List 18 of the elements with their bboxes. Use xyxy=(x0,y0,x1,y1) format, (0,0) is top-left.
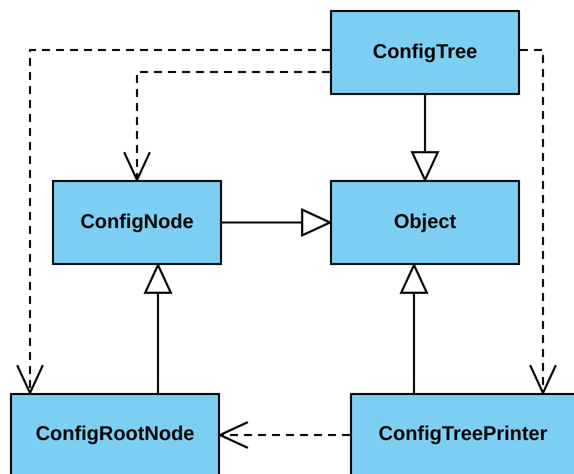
inheritance-arrow xyxy=(144,264,172,393)
class-name: Object xyxy=(394,211,456,234)
inheritance-arrow xyxy=(400,264,428,393)
class-name: ConfigRootNode xyxy=(36,423,194,446)
inheritance-arrow xyxy=(222,208,332,236)
class-box xyxy=(52,180,222,265)
inheritance-arrow xyxy=(411,95,439,182)
class-name: ConfigNode xyxy=(80,211,194,234)
class-box xyxy=(330,180,520,265)
dependency-arrow xyxy=(16,49,330,394)
class-box xyxy=(330,10,520,95)
dependency-arrow xyxy=(218,421,350,449)
class-box xyxy=(10,393,220,474)
class-name: ConfigTreePrinter xyxy=(378,423,548,446)
dependency-arrow xyxy=(520,49,557,394)
dependency-arrow xyxy=(123,71,330,182)
class-name: ConfigTree xyxy=(372,41,478,64)
class-box xyxy=(350,393,574,474)
